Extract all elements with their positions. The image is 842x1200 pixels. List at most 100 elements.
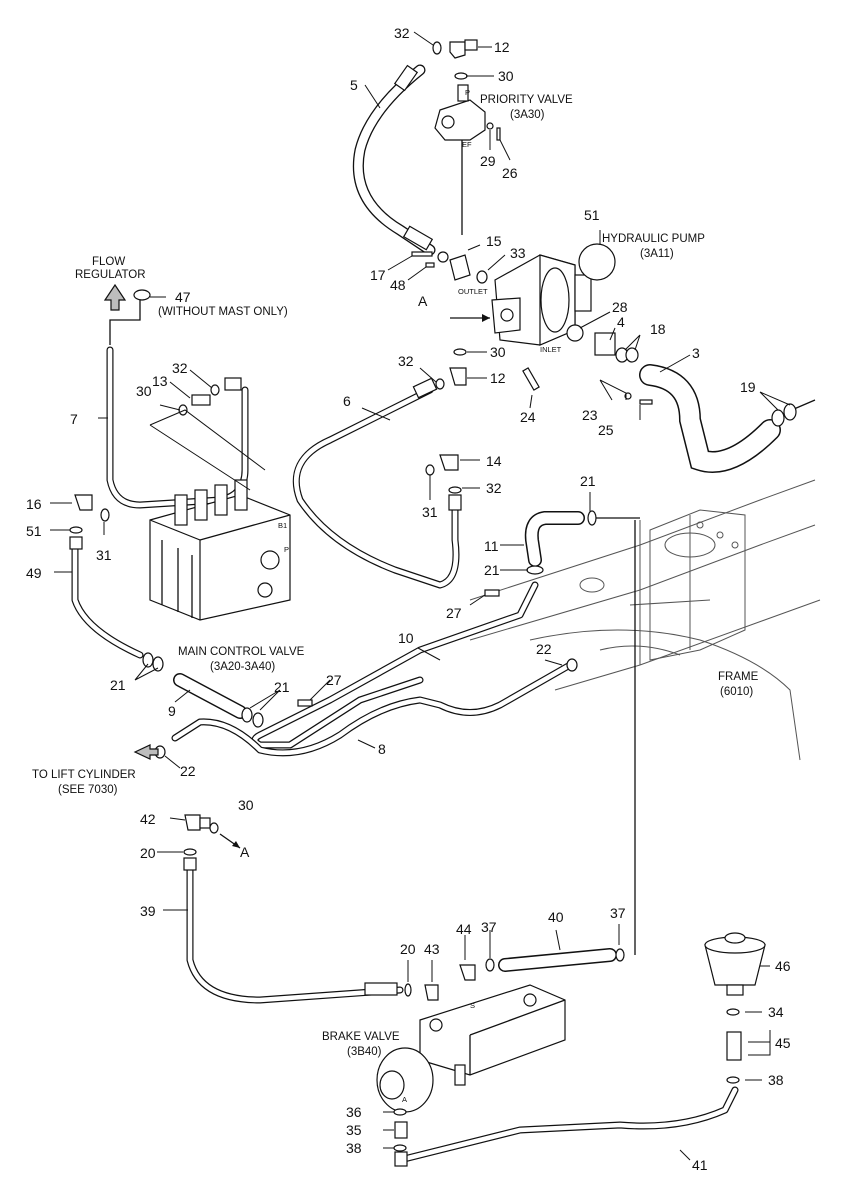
callout-12-b: 12 [490, 370, 506, 386]
callout-42: 42 [140, 811, 156, 827]
callout-31-b: 31 [96, 547, 112, 563]
label-frame: FRAME [718, 671, 759, 683]
hose-7 [106, 300, 249, 509]
priority-valve [434, 84, 486, 235]
callout-44: 44 [456, 921, 472, 937]
hydraulic-pump [491, 243, 616, 346]
callout-21-c: 21 [484, 562, 500, 578]
callout-21-a: 21 [110, 677, 126, 693]
callout-37-b: 37 [481, 919, 497, 935]
label-to-lift-cylinder: TO LIFT CYLINDER [32, 769, 136, 781]
callout-18: 18 [650, 321, 666, 337]
label-priority-valve: PRIORITY VALVE [480, 94, 573, 106]
callout-14: 14 [486, 453, 502, 469]
callout-24: 24 [520, 409, 536, 425]
callout-7: 7 [70, 411, 78, 427]
callout-27-b: 27 [326, 672, 342, 688]
ref-a-arrow-icon [232, 841, 240, 848]
callout-10: 10 [398, 630, 414, 646]
callout-17: 17 [370, 267, 386, 283]
label-port-a-small: A [402, 1095, 407, 1104]
callout-15: 15 [486, 233, 502, 249]
leader-lines [50, 31, 791, 1161]
callout-23: 23 [582, 407, 598, 423]
flow-regulator-arrow-icon [103, 283, 127, 311]
label-hydraulic-pump: HYDRAULIC PUMP [602, 233, 705, 245]
hose-5 [352, 64, 436, 256]
brake-valve [376, 984, 566, 1113]
callout-31-a: 31 [422, 504, 438, 520]
callout-38: 38 [768, 1072, 784, 1088]
tube-10 [251, 581, 539, 749]
label-brake-valve-ref: (3B40) [347, 1046, 382, 1058]
label-inlet: INLET [540, 345, 562, 354]
label-main-control-valve-ref: (3A20-3A40) [210, 661, 275, 673]
callout-37: 37 [610, 905, 626, 921]
callout-numbers: 32 12 30 5 29 26 51 15 33 17 48 28 4 18 … [26, 25, 791, 1173]
callout-21-d: 21 [274, 679, 290, 695]
callout-6: 6 [343, 393, 351, 409]
callout-36: 36 [346, 1104, 362, 1120]
to-lift-cylinder-arrow-icon [133, 744, 159, 760]
callout-22: 22 [536, 641, 552, 657]
callout-47: 47 [175, 289, 191, 305]
label-main-control-valve: MAIN CONTROL VALVE [178, 646, 305, 658]
label-flow: FLOW [92, 256, 125, 268]
hose-40 [498, 948, 617, 972]
callout-22-b: 22 [180, 763, 196, 779]
callout-20: 20 [140, 845, 156, 861]
label-ref-a: A [240, 844, 250, 860]
label-frame-ref: (6010) [720, 686, 753, 698]
callout-28: 28 [612, 299, 628, 315]
callout-5: 5 [350, 77, 358, 93]
label-brake-valve: BRAKE VALVE [322, 1031, 400, 1043]
ref-a-pump-arrow-icon [482, 314, 490, 322]
label-port-s: S [470, 1001, 475, 1010]
callout-30-d: 30 [238, 797, 254, 813]
callout-20-b: 20 [400, 941, 416, 957]
callout-43: 43 [424, 941, 440, 957]
callout-29: 29 [480, 153, 496, 169]
arrows [103, 283, 490, 849]
hose-11 [524, 511, 585, 567]
label-port-b1: B1 [278, 521, 287, 530]
hose-6 [292, 386, 460, 589]
callout-33: 33 [510, 245, 526, 261]
main-control-valve [149, 479, 291, 621]
callout-38-b: 38 [346, 1140, 362, 1156]
callout-11: 11 [484, 538, 499, 554]
callout-25: 25 [598, 422, 614, 438]
callout-49: 49 [26, 565, 42, 581]
callout-32-b: 32 [398, 353, 414, 369]
label-see-7030: (SEE 7030) [58, 784, 118, 796]
label-port-ef: EF [462, 140, 472, 149]
callout-19: 19 [740, 379, 756, 395]
reservoir-46 [704, 932, 766, 996]
callout-8: 8 [378, 741, 386, 757]
label-hydraulic-pump-ref: (3A11) [640, 248, 674, 260]
label-without-mast: (WITHOUT MAST ONLY) [158, 306, 288, 318]
hose-49-9 [71, 541, 247, 719]
label-outlet: OUTLET [458, 287, 488, 296]
callout-26: 26 [502, 165, 518, 181]
callout-30-c: 30 [136, 383, 152, 399]
callout-16: 16 [26, 496, 42, 512]
tube-8 [171, 661, 574, 757]
callout-32-d: 32 [486, 480, 502, 496]
label-ref-a-pump: A [418, 293, 428, 309]
callout-9: 9 [168, 703, 176, 719]
callout-30: 30 [498, 68, 514, 84]
frame-structure [469, 479, 821, 761]
callout-4: 4 [617, 314, 625, 330]
label-regulator: REGULATOR [75, 269, 146, 281]
callout-51-b: 51 [26, 523, 42, 539]
callout-35: 35 [346, 1122, 362, 1138]
descriptive-labels: PRIORITY VALVE (3A30) HYDRAULIC PUMP (3A… [32, 88, 759, 1104]
label-port-p: P [465, 88, 470, 97]
callout-41: 41 [692, 1157, 708, 1173]
callout-34: 34 [768, 1004, 784, 1020]
label-port-p2: P [284, 545, 289, 554]
hose-41 [396, 1086, 739, 1164]
fittings [69, 39, 797, 1167]
